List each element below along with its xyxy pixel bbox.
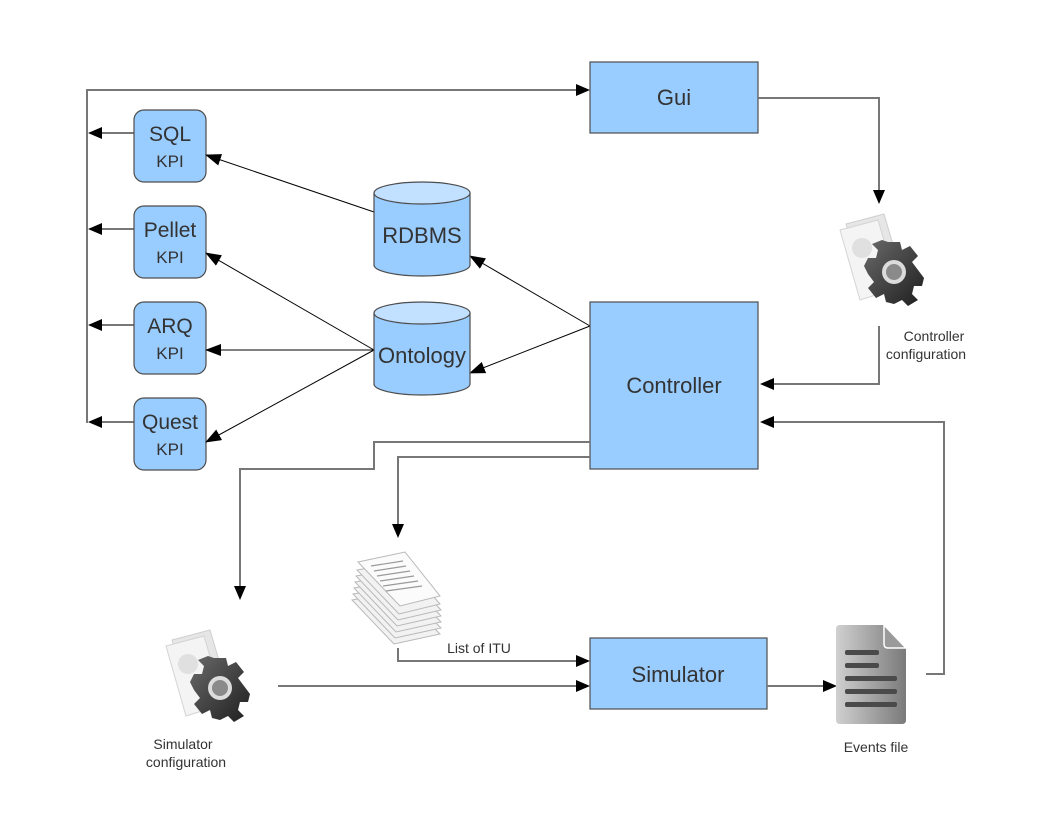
itu-list-label: List of ITU [447,640,511,656]
simulator-node[interactable]: Simulator [589,637,768,710]
controller-node[interactable]: Controller [589,301,759,470]
controller-to-db-connectors [469,255,591,374]
db-to-kpi-connectors [205,154,375,443]
sql-kpi-node[interactable]: SQL KPI [133,109,207,183]
arrowhead [576,655,590,667]
sql-kpi-title: SQL [149,123,191,146]
events-file-to-controller-connector [772,421,945,675]
sql-kpi-subtitle: KPI [156,152,183,171]
arrowhead [576,84,590,96]
controller-config-to-controller-connector [772,326,880,385]
arrowhead [873,190,885,204]
kpi-bus-to-gui-connector [86,89,576,423]
arrowhead [234,586,246,600]
quest-kpi-node[interactable]: Quest KPI [133,397,207,471]
arrowhead [823,680,837,692]
controller-to-itu-list-connector [397,456,590,526]
simulator-config-icon[interactable] [165,629,251,723]
ontology-label: Ontology [378,343,466,368]
controller-label: Controller [626,373,721,398]
quest-kpi-title: Quest [142,411,198,434]
simulator-config-label-line1: Simulator [153,736,212,752]
pellet-kpi-node[interactable]: Pellet KPI [133,205,207,279]
kpi-to-bus-connectors [88,127,134,428]
arrowhead [576,680,590,692]
events-file-icon[interactable] [836,623,908,724]
arrowhead [760,416,774,428]
arq-kpi-title: ARQ [147,315,193,338]
simulator-label: Simulator [632,662,725,687]
gui-node[interactable]: Gui [589,61,759,134]
gui-label: Gui [657,85,691,110]
pellet-kpi-title: Pellet [144,219,197,242]
arq-kpi-subtitle: KPI [156,344,183,363]
arrowhead [392,524,404,538]
gui-to-controller-config-connector [758,97,880,192]
rdbms-database[interactable]: RDBMS [373,181,471,277]
rdbms-label: RDBMS [382,223,461,248]
controller-config-label-line2: configuration [886,346,966,362]
controller-config-label-line1: Controller [904,328,965,344]
ontology-database[interactable]: Ontology [373,301,471,396]
pellet-kpi-subtitle: KPI [156,248,183,267]
controller-to-simulator-config-connector [239,441,590,588]
simulator-config-label-line2: configuration [146,754,226,770]
arrowhead [760,378,774,390]
events-file-label: Events file [844,739,909,755]
quest-kpi-subtitle: KPI [156,440,183,459]
controller-config-icon[interactable] [839,213,925,307]
itu-list-icon[interactable] [350,551,443,645]
itu-list-to-simulator-connector [397,648,576,662]
arq-kpi-node[interactable]: ARQ KPI [133,301,207,375]
